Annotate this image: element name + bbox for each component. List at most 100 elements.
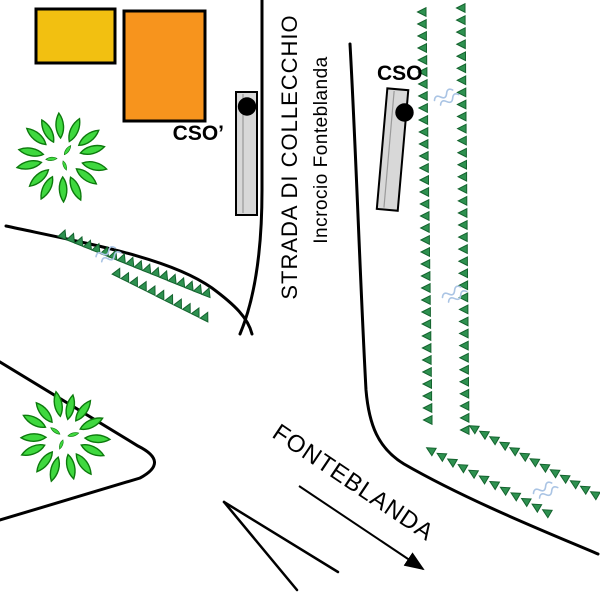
bushes-layer bbox=[1, 113, 128, 500]
water-layer bbox=[95, 88, 559, 499]
road-edge-collecchio bbox=[238, 0, 264, 336]
hedge-triangle-icon bbox=[457, 231, 468, 243]
hedge-triangle-icon bbox=[498, 441, 511, 452]
hedge-triangle-icon bbox=[455, 51, 466, 62]
hedge-triangle-icon bbox=[184, 280, 194, 292]
hedge-triangle-icon bbox=[201, 287, 211, 299]
direction-label: FONTEBLANDA bbox=[268, 419, 439, 547]
hedge-triangle-icon bbox=[457, 256, 468, 267]
hedge-triangle-icon bbox=[417, 78, 428, 90]
hedge-triangle-icon bbox=[499, 486, 511, 497]
hedge-triangle-icon bbox=[417, 114, 429, 126]
hedge-triangle-icon bbox=[172, 298, 182, 310]
hedge-triangle-icon bbox=[539, 463, 551, 474]
hedge-triangle-icon bbox=[456, 147, 467, 158]
hedge-triangle-icon bbox=[416, 18, 427, 30]
hedge-triangle-icon bbox=[116, 252, 126, 265]
hedge-triangle-icon bbox=[458, 292, 469, 303]
hedge-triangle-icon bbox=[478, 430, 491, 441]
hedge-triangle-icon bbox=[458, 364, 469, 375]
hedge-triangle-icon bbox=[456, 87, 467, 98]
hedge-triangle-icon bbox=[458, 316, 469, 327]
hedge-triangle-icon bbox=[420, 258, 431, 270]
hedge-triangle-icon bbox=[128, 276, 138, 288]
hedge-triangle-icon bbox=[419, 210, 430, 222]
hedge-triangle-icon bbox=[541, 509, 553, 519]
hedge-triangle-icon bbox=[579, 485, 591, 496]
street-name-label: STRADA DI COLLECCHIO bbox=[277, 14, 302, 299]
hedge-triangle-icon bbox=[150, 266, 160, 278]
bush-icon bbox=[1, 373, 128, 500]
hedge-triangle-icon bbox=[510, 492, 522, 502]
hedge-triangle-icon bbox=[529, 458, 541, 468]
hedge-triangle-icon bbox=[416, 42, 427, 54]
water-squiggle-icon bbox=[95, 245, 122, 263]
hedge-triangle-icon bbox=[418, 150, 429, 162]
hedge-triangle-icon bbox=[421, 378, 432, 390]
hedge-triangle-icon bbox=[457, 219, 468, 231]
hedge-triangle-icon bbox=[508, 447, 521, 457]
hedge-triangle-icon bbox=[436, 452, 448, 463]
hedge-triangle-icon bbox=[458, 304, 469, 315]
hedge-triangle-icon bbox=[519, 452, 531, 463]
traffic-island-outline bbox=[0, 360, 156, 522]
hedge-triangle-icon bbox=[425, 447, 437, 457]
hedge-triangle-icon bbox=[457, 280, 469, 291]
bus-stop-bar bbox=[235, 91, 258, 216]
hedge-triangle-icon bbox=[459, 400, 470, 412]
hedge-triangle-icon bbox=[457, 243, 468, 255]
hedge-triangle-icon bbox=[417, 54, 428, 66]
hedge-triangle-icon bbox=[417, 66, 428, 78]
hedge-triangle-icon bbox=[416, 6, 427, 18]
hedge-triangle-icon bbox=[458, 328, 469, 339]
hedge-triangle-icon bbox=[589, 491, 600, 501]
hedge-triangle-icon bbox=[418, 126, 429, 138]
hedge-triangle-icon bbox=[455, 26, 466, 38]
hedge-triangle-icon bbox=[468, 425, 480, 435]
hedge-triangle-icon bbox=[458, 340, 469, 351]
bus-stop-left bbox=[235, 91, 258, 216]
hedge-triangle-icon bbox=[559, 474, 571, 485]
hedge-triangle-icon bbox=[155, 289, 165, 301]
hedge-triangle-icon bbox=[82, 239, 92, 251]
hedge-triangle-icon bbox=[422, 402, 433, 414]
hedge-triangle-icon bbox=[420, 306, 431, 318]
hedge-triangle-icon bbox=[141, 263, 152, 275]
water-squiggle-icon bbox=[441, 285, 468, 303]
hedge-triangle-icon bbox=[163, 293, 174, 306]
hedge-triangle-icon bbox=[446, 458, 459, 468]
hedge-triangle-icon bbox=[457, 268, 468, 279]
hedge-triangle-icon bbox=[569, 480, 581, 490]
direction-arrow-icon bbox=[298, 485, 425, 571]
hedge-triangle-icon bbox=[459, 412, 470, 424]
hedge-triangle-icon bbox=[417, 90, 428, 102]
hedge-triangle-icon bbox=[456, 99, 467, 110]
hedge-triangle-icon bbox=[418, 162, 429, 174]
stop-dot-icon bbox=[237, 97, 257, 116]
hedge-triangle-icon bbox=[416, 30, 427, 42]
hedge-triangle-icon bbox=[418, 138, 429, 150]
building-orange bbox=[122, 9, 207, 123]
hedge-triangle-icon bbox=[455, 2, 466, 14]
hedge-triangle-icon bbox=[421, 366, 432, 378]
hedge-triangle-icon bbox=[455, 14, 466, 26]
hedge-triangle-icon bbox=[199, 311, 209, 323]
hedge-triangle-icon bbox=[422, 414, 433, 426]
hedge-triangle-icon bbox=[456, 123, 467, 134]
hedge-triangle-icon bbox=[421, 354, 432, 366]
hedge-triangle-icon bbox=[456, 159, 467, 170]
hedge-triangle-icon bbox=[456, 135, 467, 146]
hedge-triangle-icon bbox=[190, 306, 200, 319]
hedge-triangle-icon bbox=[549, 469, 561, 479]
hedge-triangle-icon bbox=[419, 246, 430, 258]
hedges-layer bbox=[57, 2, 600, 519]
hedge-triangle-icon bbox=[73, 235, 84, 248]
hedge-triangle-icon bbox=[457, 464, 469, 474]
hedge-triangle-icon bbox=[65, 232, 76, 244]
hedge-triangle-icon bbox=[417, 102, 428, 114]
water-squiggle-icon bbox=[532, 481, 559, 499]
hedge-triangle-icon bbox=[419, 198, 430, 210]
